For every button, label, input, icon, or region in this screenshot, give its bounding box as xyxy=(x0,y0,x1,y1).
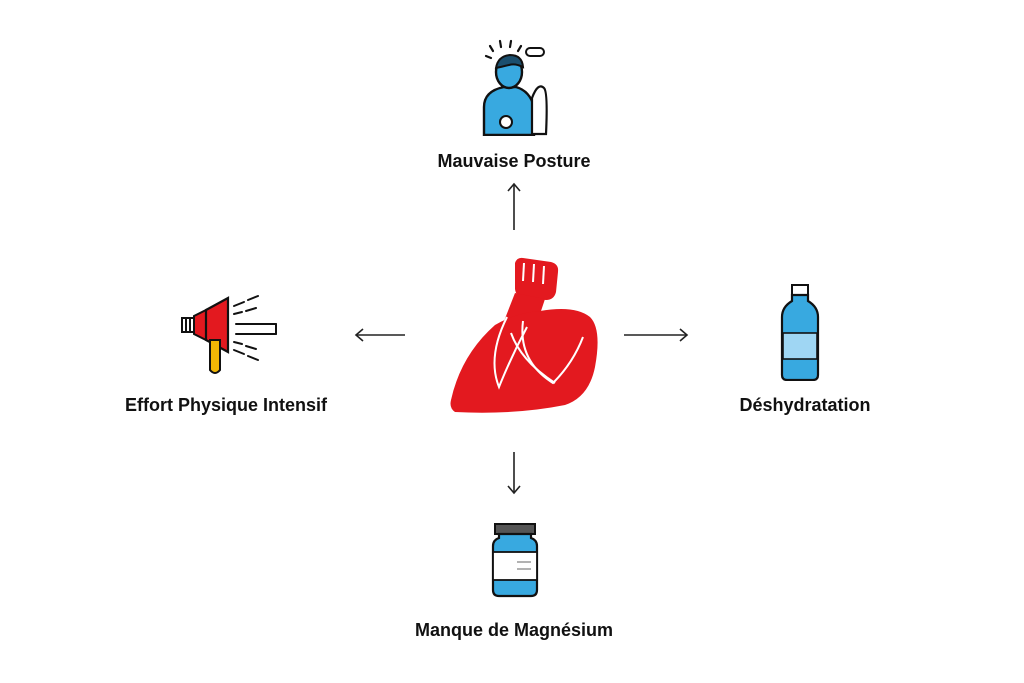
megaphone-effort-icon xyxy=(181,295,277,374)
cause-label-effort-physique-intensif: Effort Physique Intensif xyxy=(124,395,328,415)
posture-person-icon xyxy=(482,39,548,136)
supplement-jar-icon xyxy=(491,523,539,598)
water-bottle-icon xyxy=(780,284,820,381)
arrow-right xyxy=(624,328,689,342)
cause-label-manque-de-magnesium: Manque de Magnésium xyxy=(414,620,614,640)
flexed-arm-muscle-icon xyxy=(450,257,598,413)
arrow-down xyxy=(507,452,521,495)
cause-label-mauvaise-posture: Mauvaise Posture xyxy=(437,151,591,171)
arrow-up xyxy=(507,182,521,230)
arrow-left xyxy=(354,328,405,342)
cause-label-deshydratation: Déshydratation xyxy=(739,395,871,415)
